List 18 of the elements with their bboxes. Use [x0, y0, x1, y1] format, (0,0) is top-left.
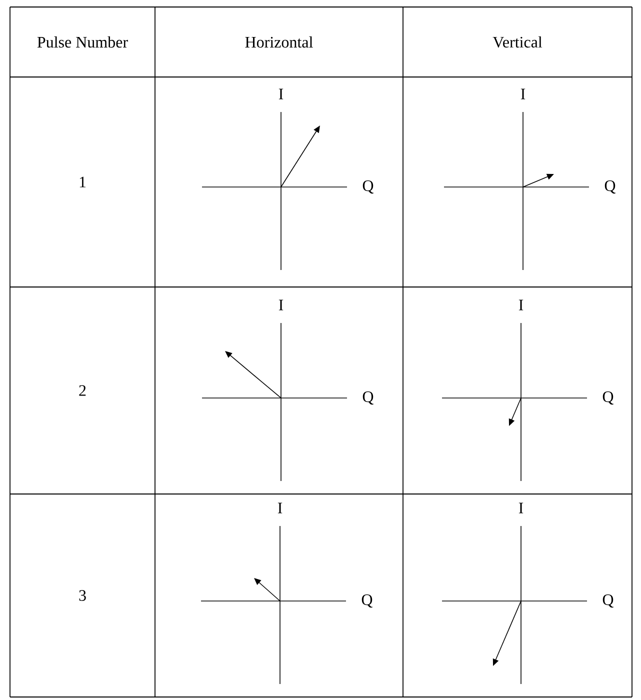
column-heading: Pulse Number: [37, 36, 128, 48]
axis-label: I: [518, 502, 524, 514]
axis-label: Q: [362, 391, 374, 405]
column-heading: Vertical: [492, 36, 542, 48]
axis-label: I: [518, 300, 524, 310]
axis-label: I: [278, 502, 282, 514]
pulse-number: 1: [80, 176, 86, 188]
axis-label: I: [278, 88, 284, 100]
axis-label: Q: [362, 594, 372, 608]
pulse-number: 3: [79, 590, 86, 601]
axis-label: I: [278, 300, 284, 310]
axis-label: I: [520, 88, 526, 100]
axis-label: Q: [602, 391, 614, 405]
axis-label: Q: [362, 180, 374, 194]
column-heading: Horizontal: [245, 36, 313, 48]
axis-label: Q: [602, 594, 614, 608]
pulse-number: 2: [79, 385, 86, 396]
axis-label: Q: [604, 180, 616, 194]
